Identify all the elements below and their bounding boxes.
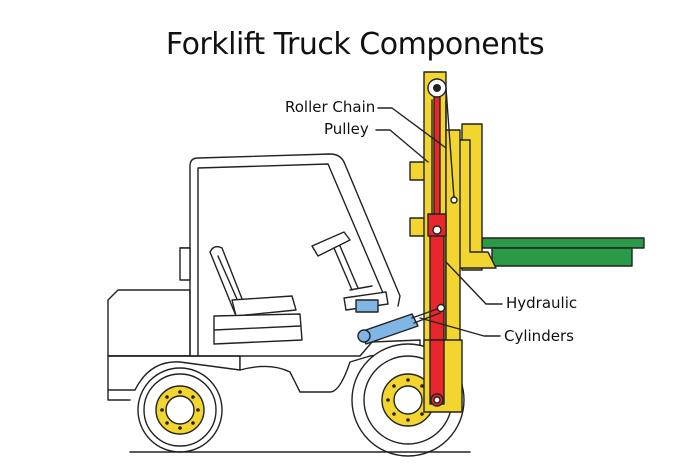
label-hydraulic: Hydraulic (445, 261, 577, 312)
mast-bottom (423, 339, 463, 413)
fork (481, 237, 645, 267)
diagram-title: Forklift Truck Components (166, 27, 544, 62)
roller-chain (445, 87, 458, 204)
label-roller-chain: Roller Chain (285, 98, 447, 149)
label-cylinders-text: Cylinders (504, 327, 574, 345)
tilt-cylinder (357, 303, 446, 345)
label-hydraulic-text: Hydraulic (506, 294, 577, 312)
label-pulley: Pulley (324, 120, 429, 163)
pulley (427, 78, 447, 98)
rear-wheel (137, 367, 223, 453)
truck-body (107, 153, 421, 401)
label-roller-chain-text: Roller Chain (285, 98, 375, 116)
label-cylinders: Cylinders (419, 317, 574, 345)
label-pulley-text: Pulley (324, 120, 369, 138)
